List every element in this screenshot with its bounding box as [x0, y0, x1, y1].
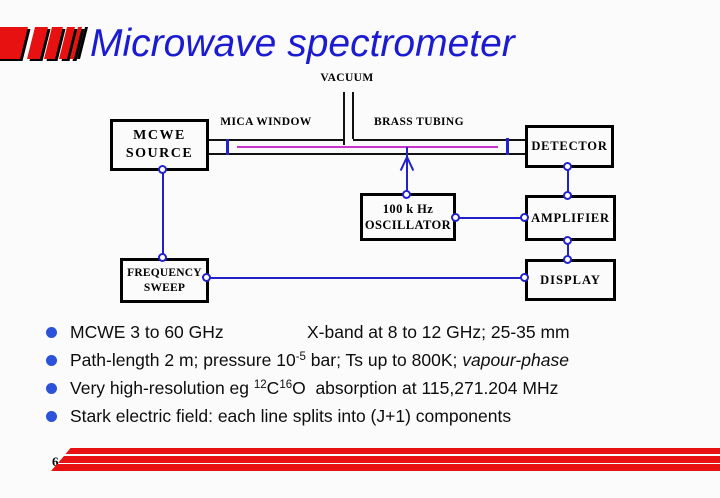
waveguide-bottom-line — [208, 153, 525, 155]
bullet-text: MCWE 3 to 60 GHz X-band at 8 to 12 GHz; 2… — [70, 322, 570, 343]
bullet-segment: O absorption at 115,271.204 MHz — [292, 377, 559, 398]
connector-node — [202, 273, 211, 282]
connector-node — [158, 253, 167, 262]
bullet-segment-superscript: -5 — [295, 350, 306, 363]
bullet-segment: Path-length 2 m; pressure 10 — [70, 349, 296, 370]
bullet-item: Very high-resolution eg 12C16O absorptio… — [46, 374, 706, 402]
logo-bar-icon — [0, 27, 28, 59]
connector-source-sweep — [162, 170, 164, 258]
connector-node — [520, 213, 529, 222]
mcwe-source-box: MCWE SOURCE — [110, 119, 209, 171]
connector-oscillator-amplifier — [455, 217, 525, 219]
bullet-item: Path-length 2 m; pressure 10-5 bar; Ts u… — [46, 346, 706, 374]
bullet-segment: X-band at 8 to 12 GHz; 25-35 mm — [307, 321, 570, 342]
brass-tubing-label: BRASS TUBING — [374, 116, 464, 128]
display-label: DISPLAY — [540, 272, 601, 287]
vacuum-port-line-left — [343, 92, 345, 145]
bullet-icon — [46, 382, 57, 394]
bullet-segment: Stark electric field: each line splits i… — [70, 405, 512, 426]
bullet-segment: Very high-resolution eg — [70, 377, 254, 398]
frequency-sweep-label-line1: FREQUENCY — [127, 266, 202, 279]
connector-amplifier-display — [567, 240, 569, 259]
connector-node — [563, 191, 572, 200]
waveguide-top-line-right — [353, 139, 525, 141]
vacuum-port-line-right — [352, 92, 354, 139]
bullet-item: MCWE 3 to 60 GHz X-band at 8 to 12 GHz; 2… — [46, 318, 706, 346]
bullet-text: Very high-resolution eg 12C16O absorptio… — [70, 378, 558, 399]
mica-window-tick-left — [226, 139, 229, 155]
vacuum-label: VACUUM — [320, 72, 374, 84]
connector-node — [563, 162, 572, 171]
oscillator-label-line2: OSCILLATOR — [364, 218, 452, 232]
bullet-list: MCWE 3 to 60 GHz X-band at 8 to 12 GHz; 2… — [46, 318, 706, 430]
detector-label: DETECTOR — [531, 139, 608, 154]
oscillator-box: 100 k Hz OSCILLATOR — [360, 193, 456, 241]
frequency-sweep-box: FREQUENCY SWEEP — [120, 258, 209, 303]
mica-window-label: MICA WINDOW — [220, 116, 312, 128]
amplifier-label: AMPLIFIER — [531, 210, 610, 225]
page-number: 6 — [52, 454, 59, 469]
display-box: DISPLAY — [525, 259, 616, 301]
oscillator-label-line1: 100 k Hz — [382, 201, 434, 216]
bullet-segment-italic: vapour-phase — [462, 349, 569, 370]
bullet-text: Stark electric field: each line splits i… — [70, 406, 511, 427]
connector-node — [563, 255, 572, 264]
frequency-sweep-label-line2: SWEEP — [143, 281, 186, 294]
connector-node — [563, 236, 572, 245]
footer-stripe — [58, 456, 720, 463]
connector-node — [520, 273, 529, 282]
connector-oscillator-tube — [406, 147, 408, 194]
bullet-icon — [46, 410, 57, 422]
stark-electrode-line — [237, 146, 498, 148]
bullet-segment: C — [266, 377, 280, 398]
bullet-text: Path-length 2 m; pressure 10-5 bar; Ts u… — [70, 350, 569, 371]
amplifier-box: AMPLIFIER — [525, 195, 616, 241]
footer-stripe — [51, 464, 720, 471]
bullet-segment: bar; Ts up to 800K; — [305, 349, 463, 370]
mica-window-tick-right — [506, 138, 509, 155]
bullet-item: Stark electric field: each line splits i… — [46, 402, 706, 430]
bullet-icon — [46, 326, 57, 338]
waveguide-top-line-left — [208, 139, 344, 141]
bullet-segment-superscript: 12 — [253, 378, 267, 391]
connector-detector-amplifier — [567, 167, 569, 195]
connector-sweep-display — [208, 277, 525, 279]
connector-node — [158, 165, 167, 174]
connector-node — [451, 213, 460, 222]
connector-node — [402, 190, 411, 199]
footer-stripe — [65, 448, 720, 454]
bullet-segment: MCWE 3 to 60 GHz — [70, 321, 224, 342]
mcwe-source-label-line1: MCWE — [133, 127, 186, 143]
mcwe-source-label-line2: SOURCE — [125, 146, 194, 161]
bullet-icon — [46, 354, 57, 366]
page-title: Microwave spectrometer — [90, 22, 515, 65]
bullet-segment-superscript: 16 — [279, 378, 293, 391]
